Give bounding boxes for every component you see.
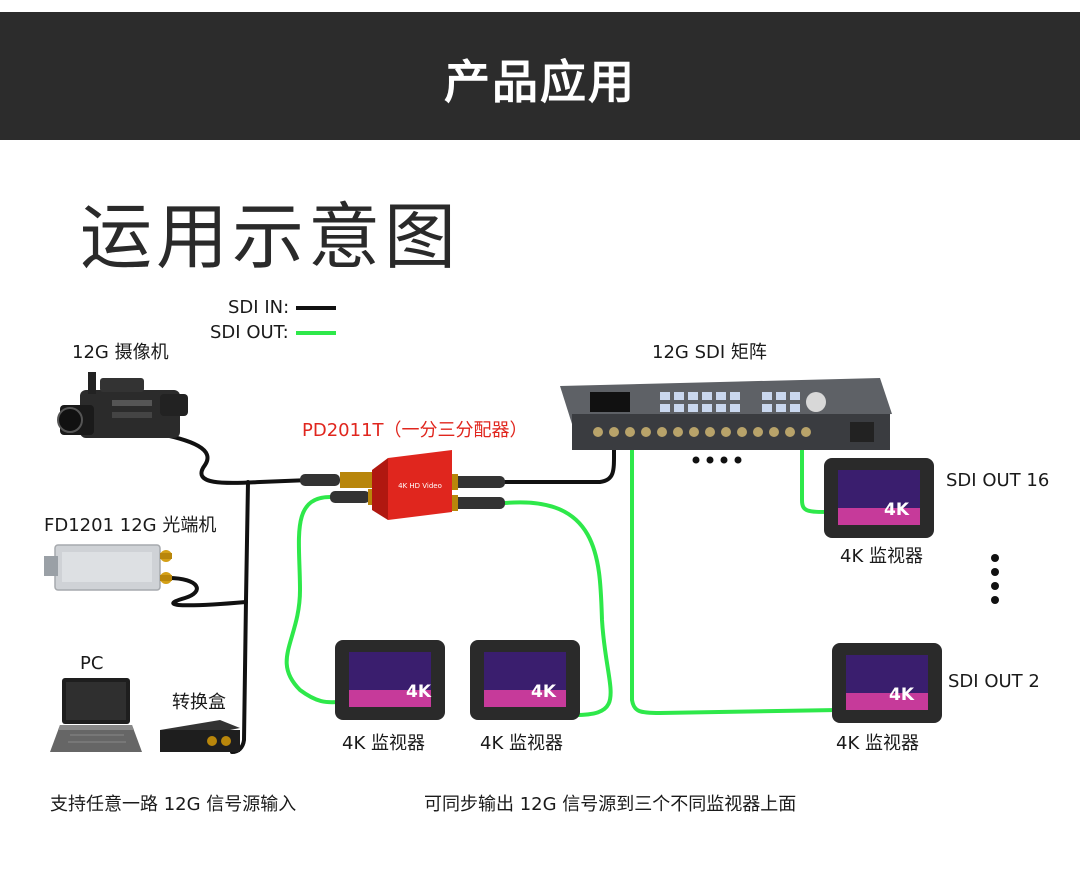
cable-out-matrix-16 [800, 446, 832, 514]
matrix-icon [560, 378, 892, 450]
legend-in-label: SDI IN: [228, 297, 290, 318]
fiber-transceiver-icon [44, 544, 172, 591]
cable-out-monitor-a [284, 495, 342, 705]
monitor-out2-label: 4K 监视器 [836, 733, 919, 754]
splitter-face-label: 4K HD Video [398, 482, 442, 490]
monitor-out2-badge: 4K [889, 685, 915, 705]
cable-trunk [230, 480, 250, 754]
sdi-out-cables [284, 438, 840, 717]
monitor-a-label: 4K 监视器 [342, 733, 425, 754]
page-title: 产品应用 [444, 55, 636, 109]
cable-out-matrix-2 [630, 438, 840, 716]
camera-label: 12G 摄像机 [72, 342, 169, 363]
monitor-b-badge: 4K [531, 682, 557, 702]
out2-label: SDI OUT 2 [948, 671, 1040, 692]
cable-fiber [166, 576, 248, 608]
monitor-out16-label: 4K 监视器 [840, 546, 923, 567]
monitor-a-icon: 4K [335, 640, 445, 720]
section-title: 运用示意图 [80, 195, 461, 279]
monitor-b-icon: 4K [470, 640, 580, 720]
fiber-label: FD1201 12G 光端机 [44, 515, 217, 536]
monitor-out16-icon: 4K [824, 458, 934, 538]
outputs-more-dots [991, 554, 999, 604]
legend-out-label: SDI OUT: [210, 322, 289, 343]
out16-label: SDI OUT 16 [946, 470, 1050, 491]
monitor-a-badge: 4K [406, 682, 432, 702]
monitor-out2-icon: 4K [832, 643, 942, 723]
caption-left: 支持任意一路 12G 信号源输入 [50, 794, 297, 815]
monitor-b-label: 4K 监视器 [480, 733, 563, 754]
laptop-icon [50, 678, 142, 752]
cable-matrix [503, 426, 617, 484]
header-banner [0, 12, 1080, 140]
monitor-out16-badge: 4K [884, 500, 910, 520]
splitter-icon: 4K HD Video [300, 450, 505, 520]
cable-camera [148, 430, 312, 485]
pc-label: PC [80, 653, 104, 674]
splitter-label: PD2011T（一分三分配器） [302, 420, 528, 441]
caption-right: 可同步输出 12G 信号源到三个不同监视器上面 [424, 794, 797, 815]
converter-label: 转换盒 [172, 692, 226, 713]
matrix-more-dots [692, 456, 742, 464]
cable-out-monitor-b [503, 500, 613, 717]
matrix-label: 12G SDI 矩阵 [652, 342, 767, 363]
converter-box-icon [160, 720, 240, 752]
camera-icon [57, 372, 188, 438]
